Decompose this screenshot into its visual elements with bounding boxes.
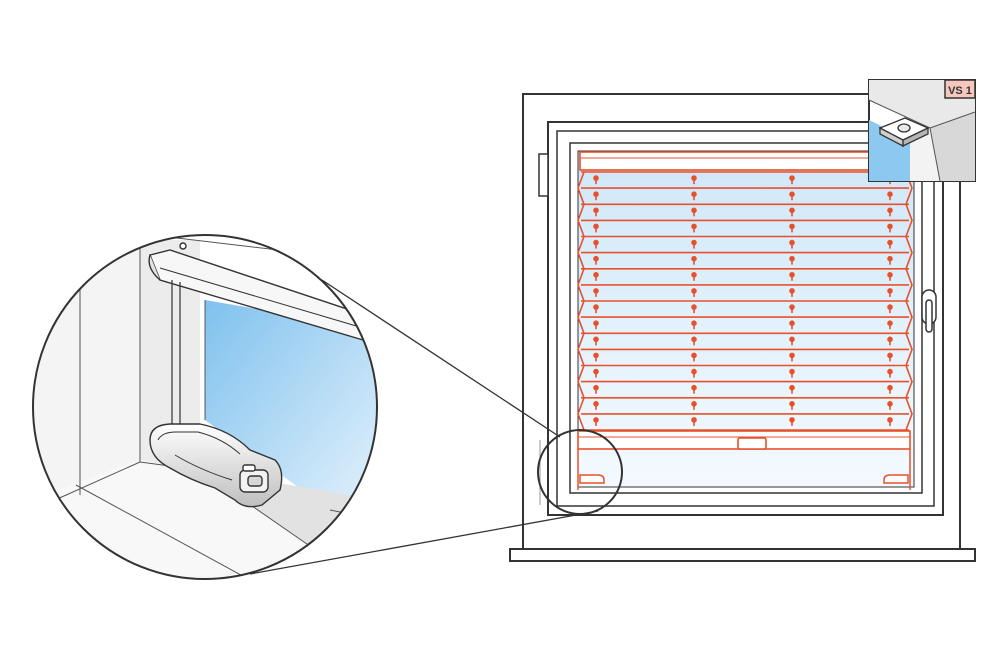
- window-hinge: [538, 153, 549, 197]
- bottom-bracket-left: [579, 474, 605, 484]
- window-sill: [509, 548, 976, 562]
- blind-headrail: [579, 151, 911, 171]
- headrail-detail: [148, 242, 377, 346]
- pleated-blind: [577, 151, 913, 490]
- pleat-edge-right: [905, 171, 913, 431]
- blind-grip: [737, 437, 767, 450]
- inset-detail-top: VS 1: [868, 79, 976, 182]
- magnifier-connector: [249, 279, 623, 575]
- inset-label-badge: [944, 79, 976, 99]
- magnified-detail: [32, 234, 378, 580]
- window-handle: [921, 289, 937, 333]
- inset-label: VS 1: [948, 85, 972, 97]
- pleat-edge-left: [577, 171, 585, 431]
- bottom-clip-detail: [149, 423, 283, 508]
- blind-pleats: [577, 171, 913, 431]
- bottom-bracket-right: [883, 474, 909, 484]
- blind-cords: [593, 175, 893, 426]
- magnifier-circle: [32, 234, 378, 580]
- top-clip-bracket: [878, 117, 930, 148]
